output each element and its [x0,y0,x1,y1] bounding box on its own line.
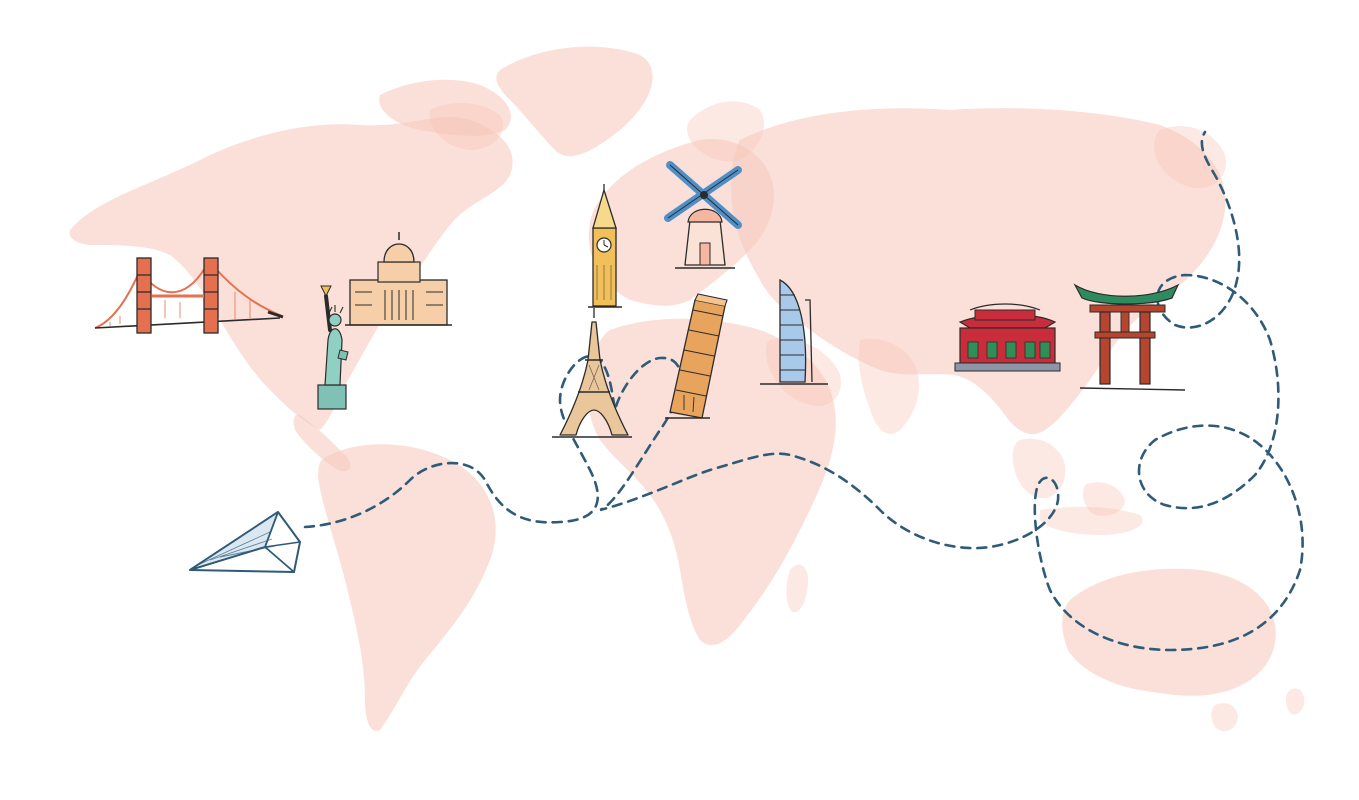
north-america-landmass [69,116,513,431]
canada-arctic-islands [379,79,511,136]
burj-al-arab-icon [760,278,828,385]
statue-of-liberty-icon [317,285,349,410]
torii-gate-icon [1073,283,1186,391]
eiffel-tower-icon [552,308,632,438]
greenland-landmass [496,46,653,157]
flight-route [303,130,1304,652]
madagascar-landmass [786,564,808,613]
flight-route-path [303,130,1304,652]
golden-gate-bridge-icon [94,257,284,334]
leaning-tower-of-pisa-icon [665,293,728,419]
windmill-icon [664,161,742,269]
baffin-island [429,103,504,150]
borneo-island [1083,482,1125,516]
kamchatka-landmass [1154,126,1226,189]
africa-landmass [587,318,836,645]
chinese-temple-icon [954,303,1061,372]
big-ben-icon [588,184,622,308]
southeast-asia-landmass [1012,438,1066,499]
new-zealand-island [1285,688,1305,715]
australia-landmass [1062,568,1276,696]
tasmania-island [1211,703,1238,732]
paper-plane-icon [189,511,301,573]
indonesia-islands [1040,506,1143,535]
capitol-building-icon [345,232,452,326]
india-landmass [858,338,920,435]
south-america-landmass [318,444,496,731]
